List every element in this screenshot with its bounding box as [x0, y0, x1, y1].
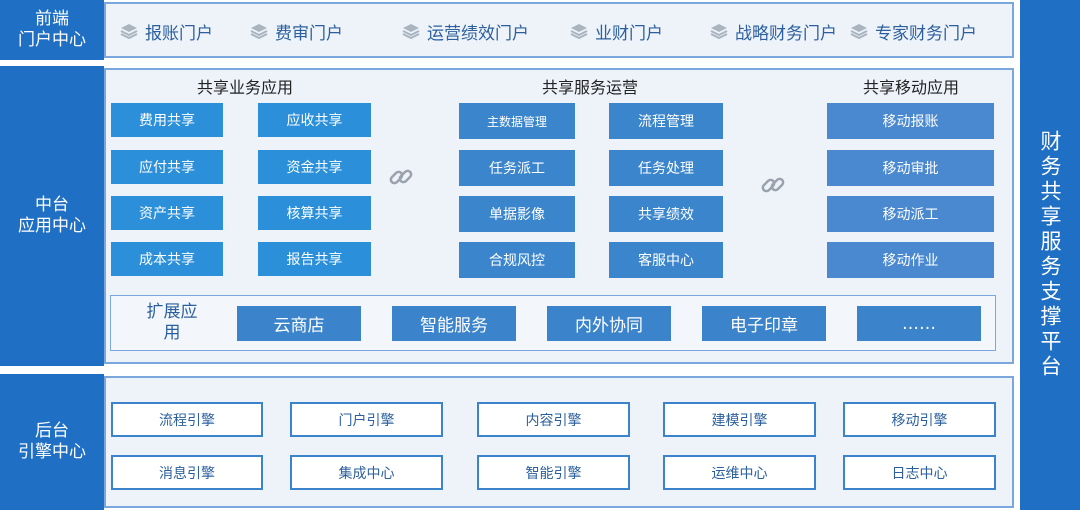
- stack-icon: [402, 24, 420, 40]
- platform-title: 财务共享服务支撑平台: [1038, 130, 1062, 380]
- engine-box[interactable]: 智能引擎: [477, 455, 630, 490]
- portal-label: 运营绩效门户: [427, 23, 529, 44]
- shared-service-title: 共享服务运营: [541, 78, 638, 97]
- extension-more-button[interactable]: ……: [857, 306, 981, 341]
- app-button[interactable]: 移动审批: [827, 150, 994, 186]
- portal-label: 报账门户: [145, 23, 213, 44]
- extension-button[interactable]: 云商店: [237, 306, 361, 341]
- middle-label-line1: 中台: [35, 195, 69, 215]
- engine-box[interactable]: 流程引擎: [111, 402, 263, 437]
- shared-mobile-title: 共享移动应用: [862, 78, 959, 97]
- portal-label: 专家财务门户: [875, 23, 977, 44]
- app-button[interactable]: 报告共享: [258, 242, 371, 276]
- stack-icon: [570, 24, 588, 40]
- app-button[interactable]: 费用共享: [111, 103, 223, 137]
- app-button[interactable]: 应收共享: [258, 103, 371, 137]
- engine-box[interactable]: 移动引擎: [843, 402, 996, 437]
- portal-item[interactable]: 运营绩效门户: [402, 19, 529, 44]
- middle-app-center-label: 中台 应用中心: [0, 66, 104, 366]
- engine-box[interactable]: 门户引擎: [290, 402, 443, 437]
- portal-label: 战略财务门户: [735, 23, 837, 44]
- engine-box[interactable]: 内容引擎: [477, 402, 630, 437]
- stack-icon: [120, 24, 138, 40]
- extension-label-line2: 用: [163, 323, 181, 343]
- back-label-line1: 后台: [35, 421, 69, 441]
- extension-button[interactable]: 内外协同: [547, 306, 671, 341]
- app-button[interactable]: 资金共享: [258, 150, 371, 184]
- app-button[interactable]: 客服中心: [609, 242, 723, 278]
- app-button[interactable]: 核算共享: [258, 196, 371, 230]
- engine-box[interactable]: 运维中心: [663, 455, 816, 490]
- engine-box[interactable]: 集成中心: [290, 455, 443, 490]
- app-button[interactable]: 主数据管理: [459, 103, 575, 139]
- engine-box[interactable]: 日志中心: [843, 455, 996, 490]
- app-button[interactable]: 合规风控: [459, 242, 575, 278]
- portal-label: 费审门户: [275, 23, 343, 44]
- portal-item[interactable]: 专家财务门户: [850, 19, 977, 44]
- stack-icon: [710, 24, 728, 40]
- link-icon: [389, 169, 413, 185]
- engine-box[interactable]: 消息引擎: [111, 455, 263, 490]
- engine-box[interactable]: 建模引擎: [663, 402, 816, 437]
- portal-label: 业财门户: [595, 23, 663, 44]
- portal-item[interactable]: 费审门户: [250, 19, 343, 44]
- app-button[interactable]: 任务处理: [609, 150, 723, 186]
- portal-item[interactable]: 报账门户: [120, 19, 213, 44]
- app-button[interactable]: 移动报账: [827, 103, 994, 139]
- platform-support-label: 财务共享服务支撑平台: [1020, 0, 1080, 510]
- app-button[interactable]: 移动派工: [827, 196, 994, 232]
- back-engine-center-label: 后台 引擎中心: [0, 374, 104, 510]
- portal-item[interactable]: 业财门户: [570, 19, 663, 44]
- app-button[interactable]: 资产共享: [111, 196, 223, 230]
- back-label-line2: 引擎中心: [18, 442, 86, 462]
- shared-business-title: 共享业务应用: [196, 78, 293, 97]
- stack-icon: [250, 24, 268, 40]
- extension-button[interactable]: 电子印章: [702, 306, 826, 341]
- app-button[interactable]: 移动作业: [827, 242, 994, 278]
- front-portal-center-label: 前端 门户中心: [0, 0, 104, 60]
- extension-label-line1: 扩展应: [146, 302, 198, 322]
- app-button[interactable]: 单据影像: [459, 196, 575, 232]
- app-button[interactable]: 应付共享: [111, 150, 223, 184]
- middle-label-line2: 应用中心: [18, 216, 86, 236]
- extension-button[interactable]: 智能服务: [392, 306, 516, 341]
- app-button[interactable]: 共享绩效: [609, 196, 723, 232]
- app-button[interactable]: 流程管理: [609, 103, 723, 139]
- app-button[interactable]: 成本共享: [111, 242, 223, 276]
- extension-label: 扩展应 用: [122, 302, 222, 346]
- stack-icon: [850, 24, 868, 40]
- app-button[interactable]: 任务派工: [459, 150, 575, 186]
- link-icon: [761, 177, 785, 193]
- portal-item[interactable]: 战略财务门户: [710, 19, 837, 44]
- front-label-line1: 前端: [35, 9, 69, 29]
- front-label-line2: 门户中心: [18, 30, 86, 50]
